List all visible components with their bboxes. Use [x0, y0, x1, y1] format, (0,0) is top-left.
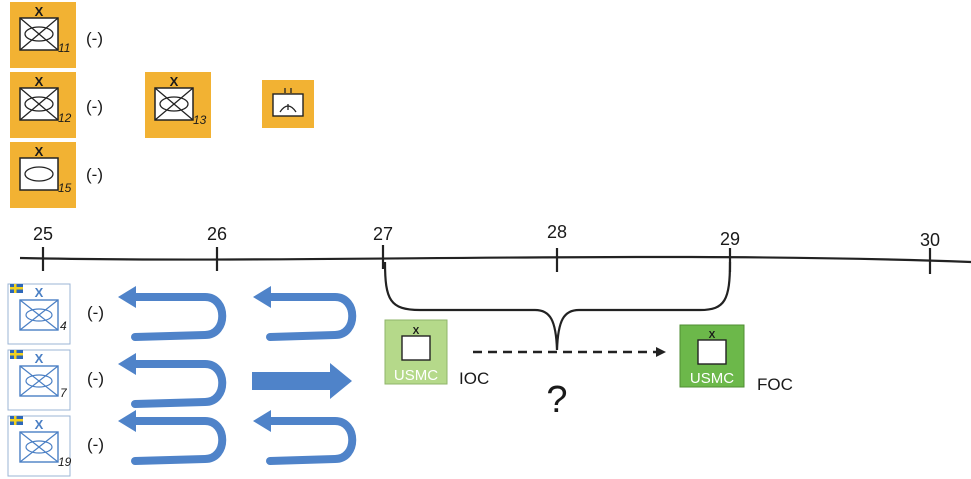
- enemy-unit-11: X 11 (-): [10, 2, 103, 68]
- unit-modifier: (-): [86, 97, 103, 116]
- unit-echelon: X: [35, 144, 44, 159]
- armor-oval-icon: [25, 308, 53, 322]
- unit-number: 11: [58, 41, 70, 55]
- unit-modifier: (-): [87, 435, 104, 454]
- timeline-tick-label: 28: [547, 222, 567, 242]
- return-arrow-head: [253, 410, 271, 432]
- timeline-tick-label: 26: [207, 224, 227, 244]
- friendly-unit-19: X 19 (-): [7, 415, 104, 477]
- unit-modifier: (-): [86, 29, 103, 48]
- unit-modifier: (-): [87, 369, 104, 388]
- unit-number: 15: [58, 181, 72, 195]
- enemy-unit-13: X 13: [145, 72, 211, 138]
- timeline-tick-label: 25: [33, 224, 53, 244]
- infantry-cross-line: [19, 299, 59, 331]
- unit-echelon: X: [35, 4, 44, 19]
- return-arrow: [253, 286, 357, 341]
- return-arrow-head: [118, 353, 136, 375]
- usmc-label: USMC: [394, 367, 438, 384]
- return-arrow-body: [263, 293, 357, 341]
- return-arrow-head: [118, 286, 136, 308]
- unit-frame: [19, 365, 59, 397]
- return-arrow: [118, 286, 227, 341]
- ioc-status-label: IOC: [459, 369, 489, 388]
- friendly-unit-frame: [7, 349, 71, 411]
- foc-status-label: FOC: [757, 375, 793, 394]
- friendly-unit-4: X 4 (-): [7, 283, 104, 345]
- unit-echelon: X: [413, 326, 420, 337]
- unit-frame: [19, 157, 59, 191]
- timeline-tick-label: 30: [920, 230, 940, 250]
- infantry-cross-line: [154, 87, 194, 121]
- armor-oval-icon: [159, 96, 189, 112]
- return-arrow-body: [128, 360, 227, 408]
- return-arrow-head: [118, 410, 136, 432]
- unit-number: 4: [60, 319, 67, 333]
- infantry-cross-line: [19, 17, 59, 51]
- unit-frame: [19, 431, 59, 463]
- armor-oval-icon: [25, 440, 53, 454]
- unit-echelon: X: [709, 330, 716, 341]
- swedish-flag-cross: [14, 416, 17, 425]
- friendly-unit-frame: [7, 415, 71, 477]
- unit-frame: [401, 335, 431, 361]
- return-arrow-head: [253, 286, 271, 308]
- return-arrow: [118, 353, 227, 408]
- enemy-unit-artillery: [262, 80, 314, 128]
- forward-arrow-shape: [252, 363, 352, 399]
- enemy-unit-12: X 12 (-): [10, 72, 103, 138]
- armor-oval-icon: [24, 166, 54, 182]
- timeline-tick-label: 29: [720, 229, 740, 249]
- period-brace: [383, 261, 732, 351]
- unit-number: 7: [60, 386, 68, 400]
- unit-echelon: X: [35, 417, 44, 432]
- return-arrow: [118, 410, 227, 465]
- return-arrow-body: [263, 417, 357, 465]
- unit-number: 12: [58, 111, 72, 125]
- swedish-flag-cross: [14, 284, 17, 293]
- unit-modifier: (-): [86, 165, 103, 184]
- usmc-ioc-unit: X USMC: [384, 319, 448, 385]
- armor-oval-icon: [24, 96, 54, 112]
- enemy-unit-15: X 15 (-): [10, 142, 103, 208]
- infantry-cross-line: [19, 431, 59, 463]
- usmc-foc-unit: X USMC: [679, 324, 745, 388]
- unit-modifier: (-): [87, 303, 104, 322]
- armor-oval-icon: [25, 374, 53, 388]
- forward-arrow: [252, 363, 352, 399]
- swedish-flag-cross: [14, 350, 17, 359]
- return-arrow-body: [128, 417, 227, 465]
- timeline: 25 26 27 28 29 30: [19, 222, 971, 274]
- infantry-cross-line: [19, 365, 59, 397]
- armor-oval-icon: [24, 26, 54, 42]
- friendly-unit-frame: [7, 283, 71, 345]
- unit-echelon: X: [35, 285, 44, 300]
- unit-echelon: X: [35, 351, 44, 366]
- return-arrow: [253, 410, 357, 465]
- timeline-axis: [19, 255, 971, 264]
- unit-echelon: X: [35, 74, 44, 89]
- return-arrow-body: [128, 293, 227, 341]
- question-mark: ?: [546, 379, 567, 421]
- unit-echelon: X: [170, 74, 179, 89]
- unit-number: 13: [193, 113, 207, 127]
- unit-frame: [19, 299, 59, 331]
- unit-number: 19: [58, 455, 72, 469]
- usmc-label: USMC: [690, 370, 734, 387]
- timeline-tick-label: 27: [373, 224, 393, 244]
- infantry-cross-line: [19, 87, 59, 121]
- friendly-unit-7: X 7 (-): [7, 349, 104, 411]
- unit-frame: [697, 339, 727, 365]
